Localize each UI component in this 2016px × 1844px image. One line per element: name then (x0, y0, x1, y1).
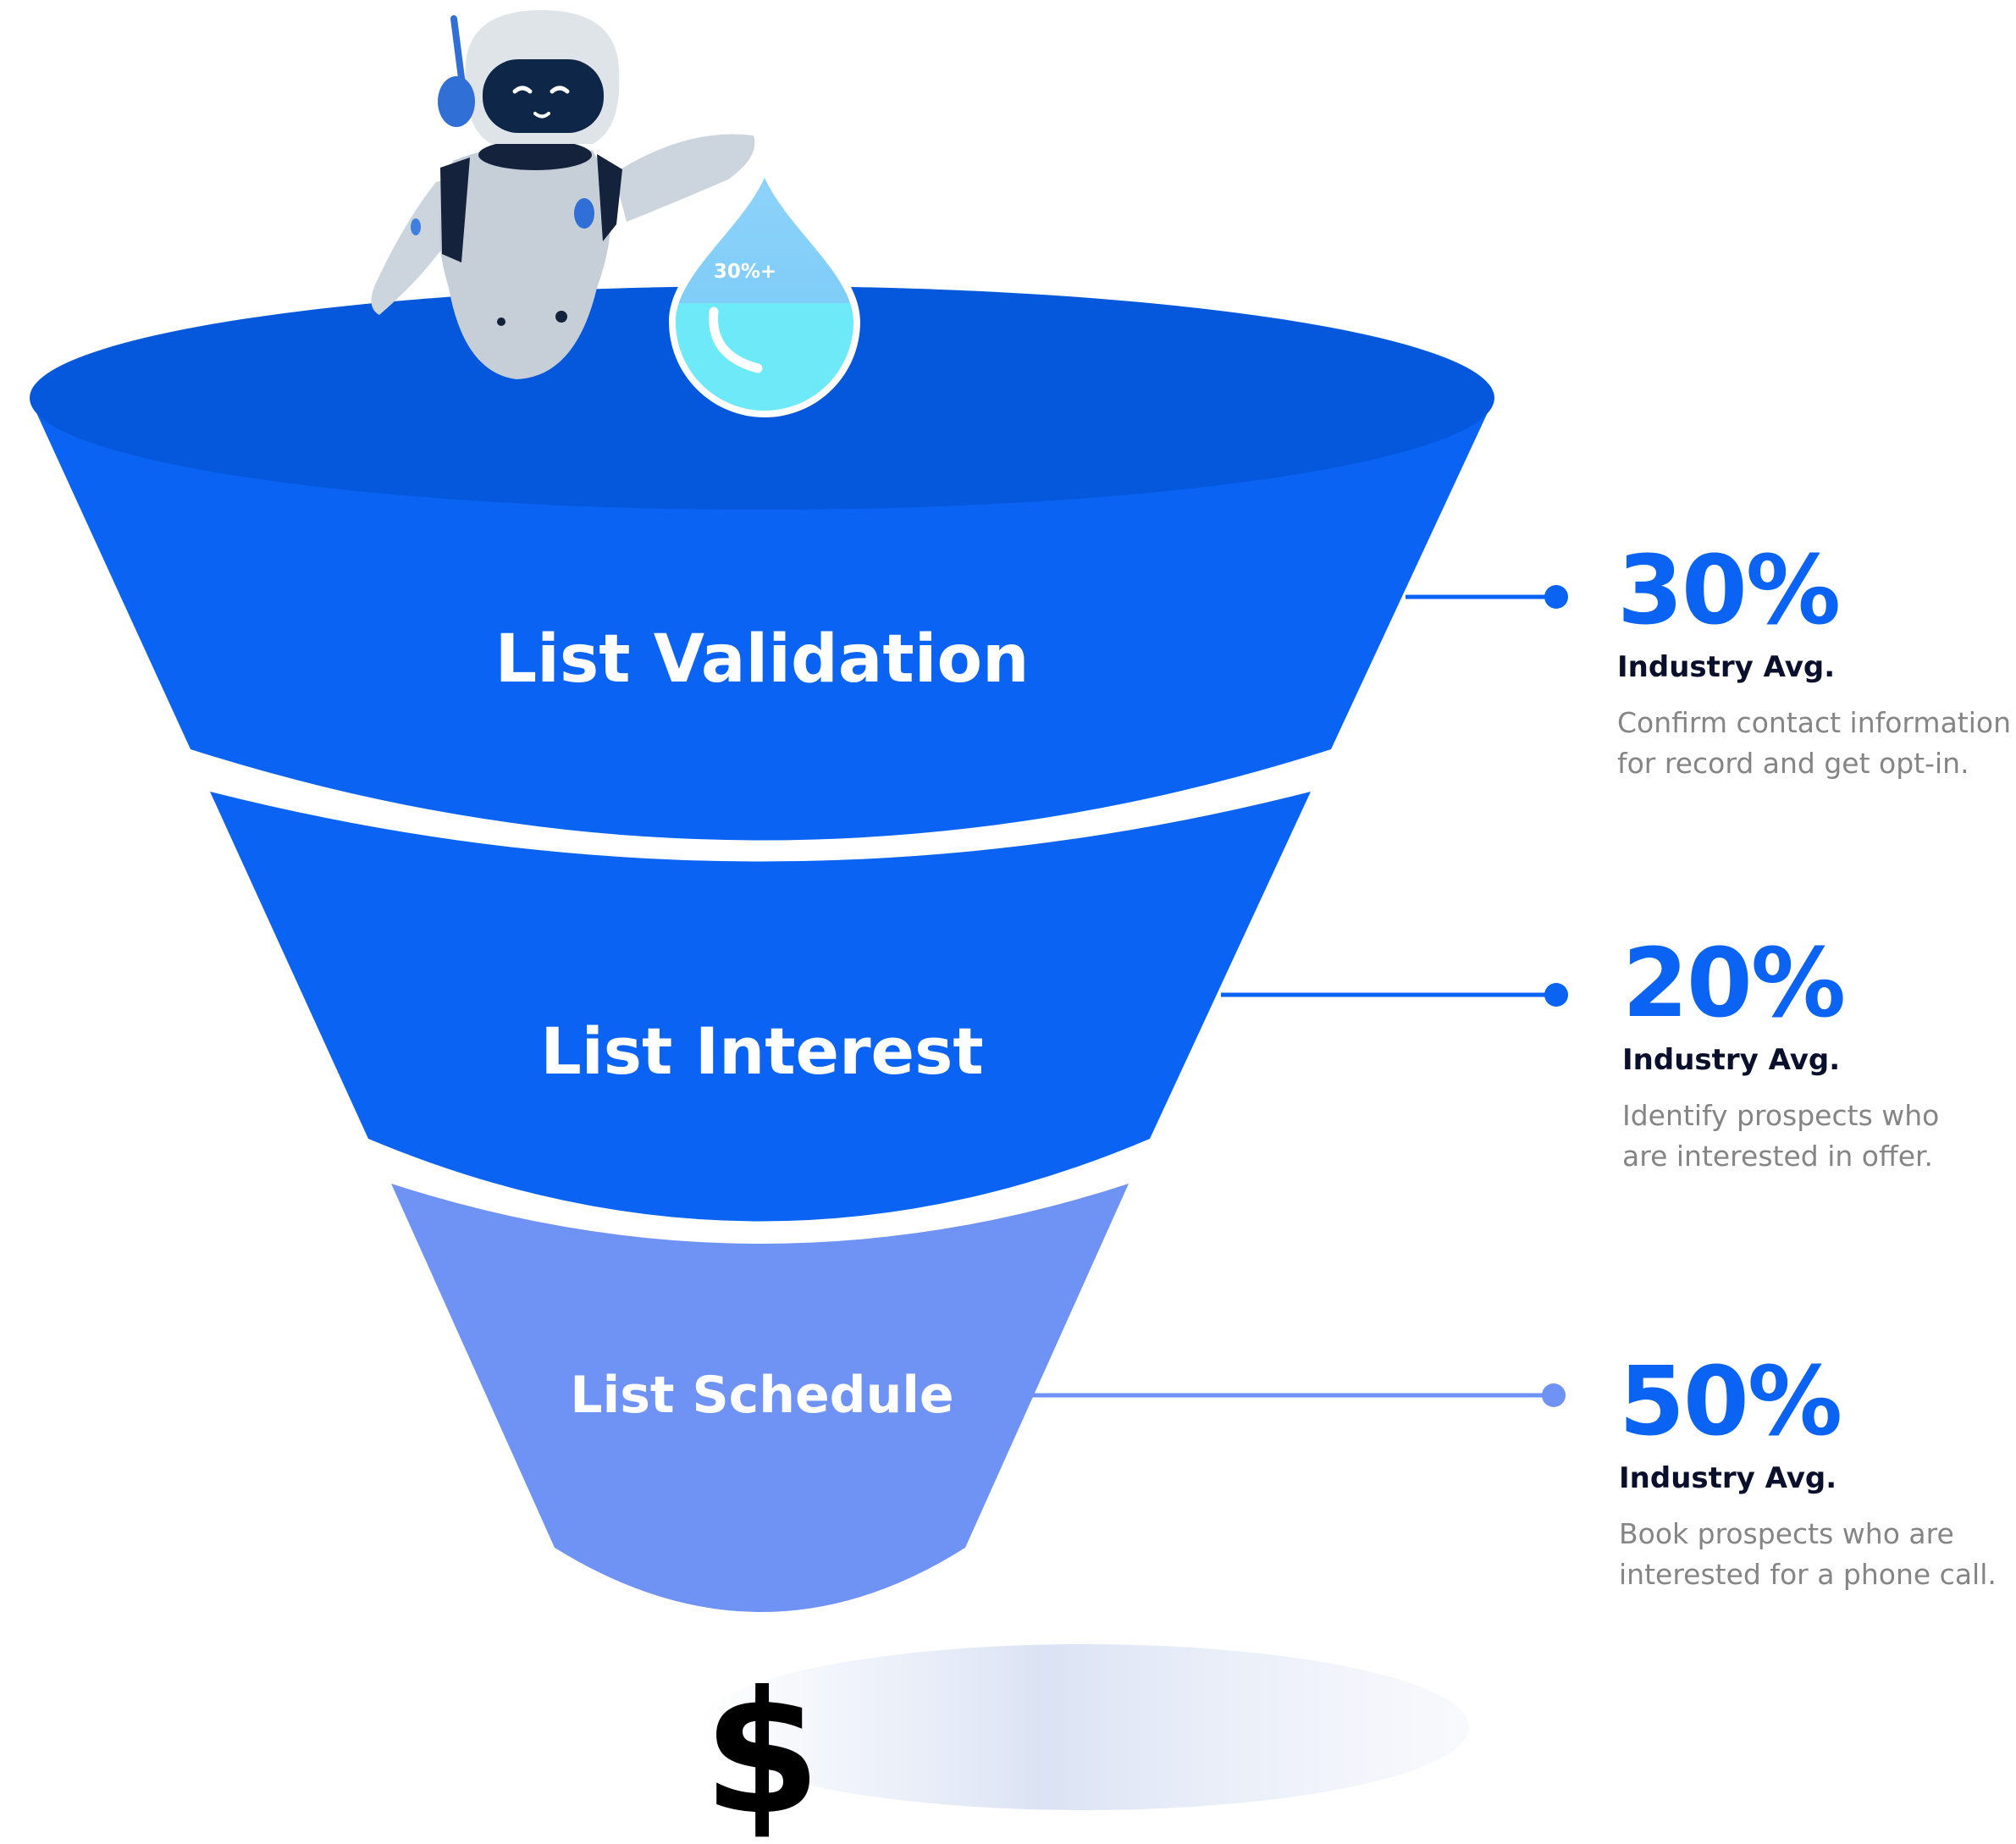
stat-subtitle: Industry Avg. (1622, 1043, 1841, 1077)
drop-label: 30%+ (714, 261, 776, 283)
dollar-sign: $ (703, 1655, 820, 1844)
connector-3 (1031, 1383, 1566, 1407)
stat-description: Confirm contact information for record a… (1617, 703, 2015, 784)
robot-mascot (371, 10, 755, 380)
stat-description: Identify prospects who are interested in… (1622, 1096, 2016, 1177)
stage-label-validation: List Validation (494, 621, 1029, 698)
stat-description-line: Confirm contact information (1617, 706, 2011, 739)
stat-interest: 20% Industry Avg. Identify prospects who… (1622, 936, 2016, 1177)
stat-subtitle: Industry Avg. (1617, 650, 1836, 684)
stat-description-line: are interested in offer. (1622, 1140, 1934, 1173)
stage-label-interest: List Interest (540, 1013, 983, 1089)
floor-shadow (699, 1644, 1469, 1810)
stat-description-line: for record and get opt-in. (1617, 747, 1969, 780)
stat-description-line: Book prospects who are (1619, 1517, 1954, 1550)
funnel-stage-3 (391, 1184, 1129, 1612)
stat-percent: 20% (1622, 929, 1846, 1039)
stat-description-line: Identify prospects who (1622, 1099, 1940, 1132)
funnel-stage-2 (210, 792, 1311, 1222)
stat-schedule: 50% Industry Avg. Book prospects who are… (1619, 1355, 2016, 1595)
stat-description-line: interested for a phone call. (1619, 1558, 1997, 1591)
stat-validation: 30% Industry Avg. Confirm contact inform… (1617, 544, 2015, 784)
stat-subtitle: Industry Avg. (1619, 1461, 1837, 1495)
funnel-stage-1 (30, 398, 1494, 841)
connector-2 (1221, 983, 1568, 1007)
stat-description: Book prospects who are interested for a … (1619, 1514, 2016, 1595)
stat-percent: 30% (1617, 536, 1841, 646)
stage-label-schedule: List Schedule (570, 1366, 953, 1425)
stat-percent: 50% (1619, 1347, 1842, 1457)
connector-1 (1406, 585, 1568, 609)
